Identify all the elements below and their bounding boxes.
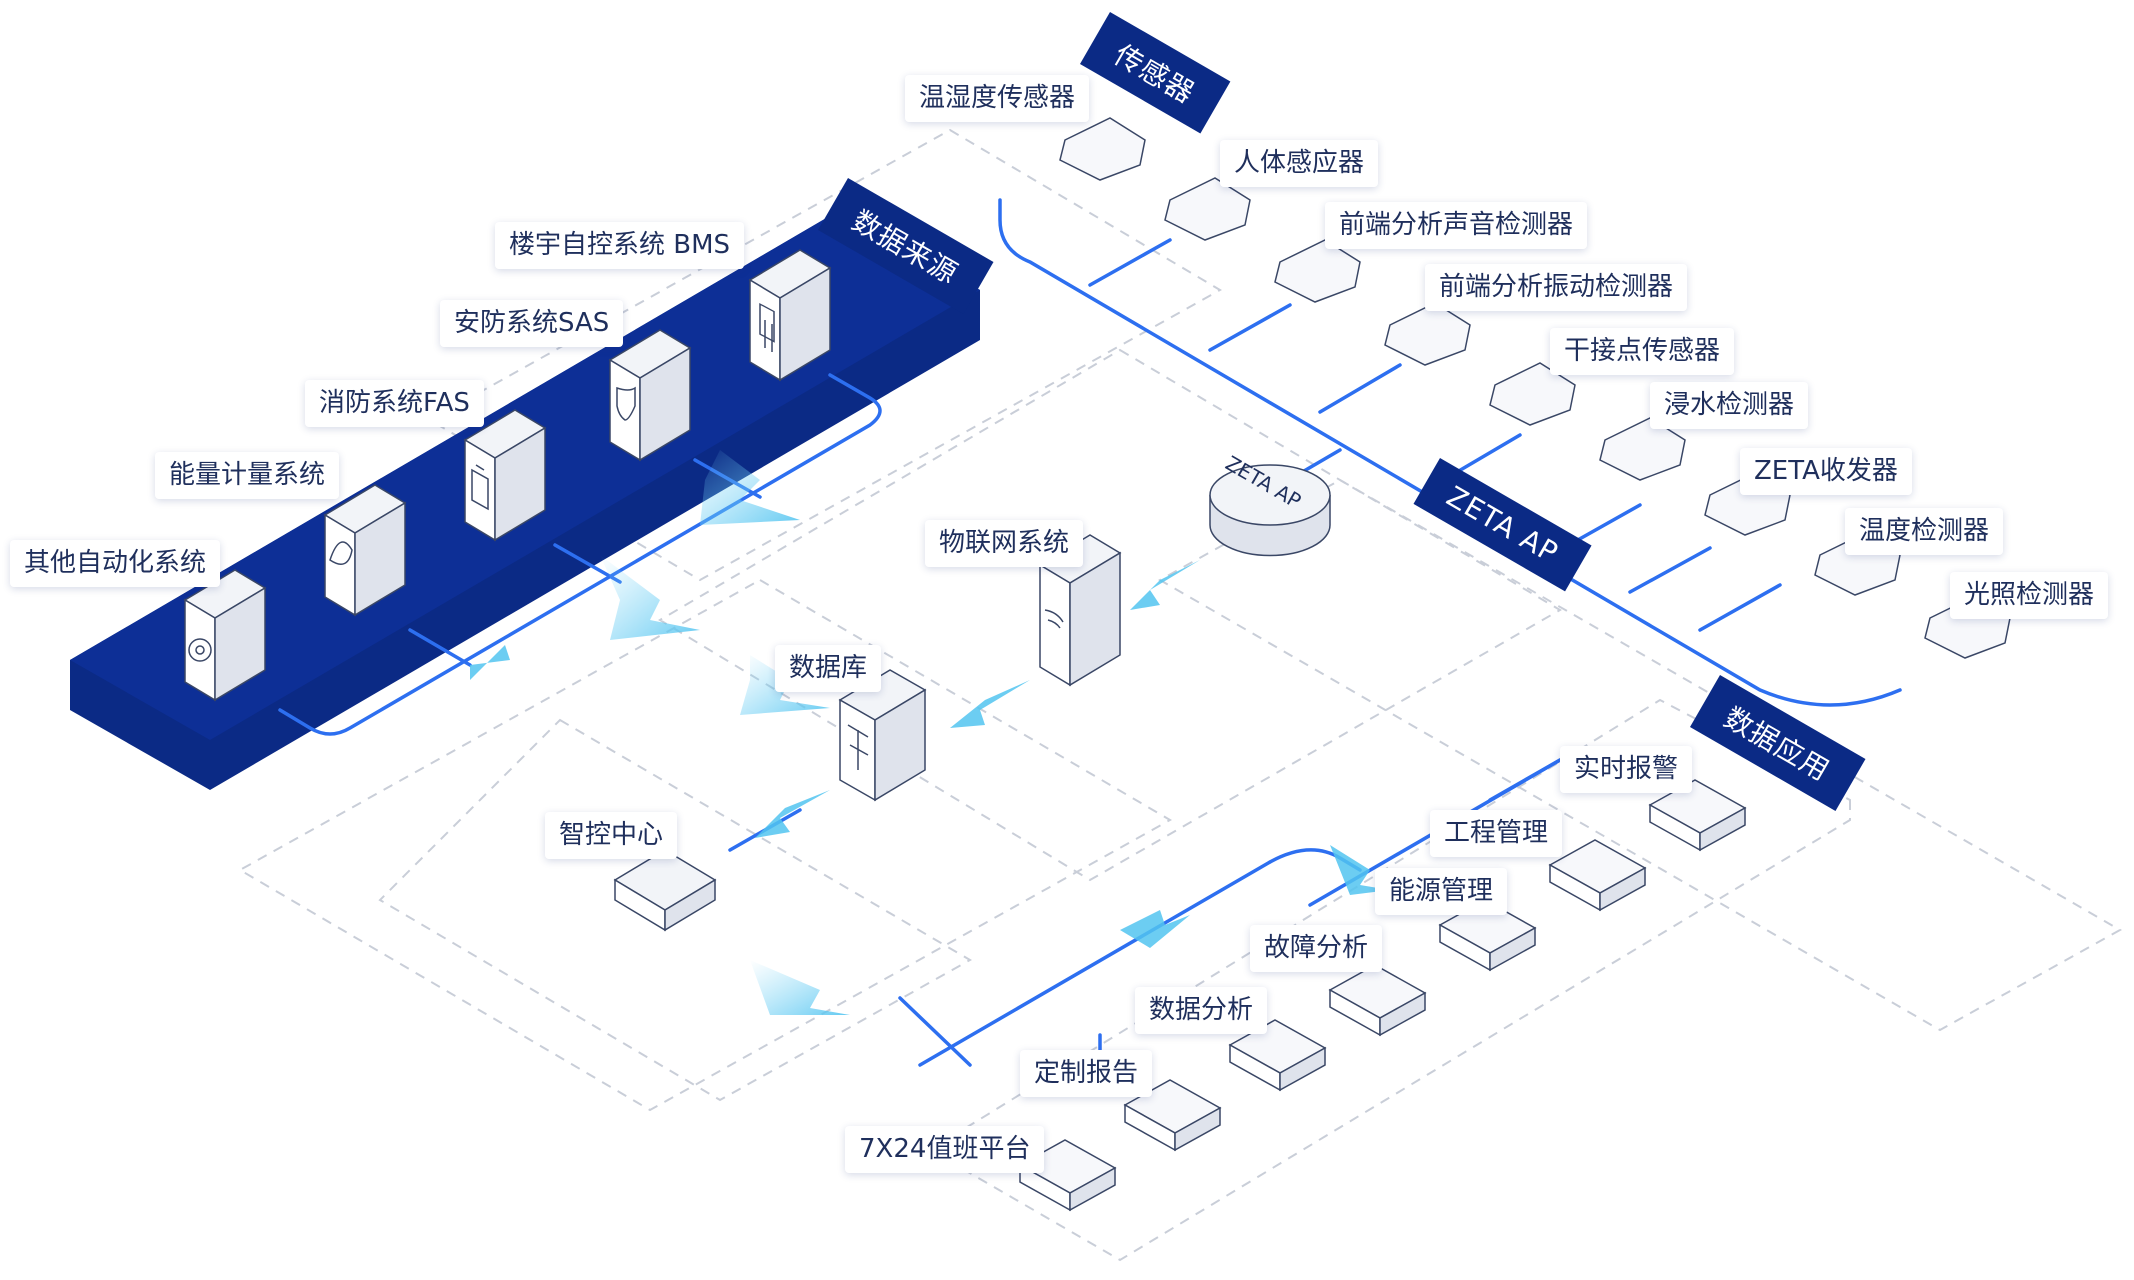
sensor-branch (1208, 303, 1292, 352)
sensor-label-7: 温度检测器 (1845, 508, 2004, 556)
sensor-unit (1384, 302, 1471, 366)
core-label-database: 数据库 (775, 645, 882, 693)
sensor-unit (1489, 362, 1576, 426)
app-label-5: 定制报告 (1020, 1050, 1153, 1098)
sensor-trunk-line (998, 198, 1902, 707)
sensor-label-4: 干接点传感器 (1550, 328, 1735, 376)
plate-apps (928, 698, 1851, 1262)
app-label-1: 工程管理 (1430, 810, 1563, 858)
zeta-hub (1209, 464, 1331, 557)
sensor-units (1059, 117, 2011, 659)
flow-arrow (950, 680, 1030, 728)
flow-arrow (755, 790, 830, 838)
sensor-branch (1318, 363, 1402, 414)
flow-arrow (1330, 845, 1390, 895)
app-label-6: 7X24值班平台 (845, 1126, 1045, 1174)
core-link (898, 996, 972, 1067)
sensor-label-2: 前端分析声音检测器 (1325, 202, 1588, 250)
floor-plates (237, 128, 2123, 1262)
flow-arrow (1120, 910, 1190, 948)
sensor-label-1: 人体感应器 (1220, 140, 1379, 188)
sensor-unit (1164, 177, 1251, 241)
plate-control (378, 718, 973, 1102)
sensor-branch (1628, 546, 1712, 594)
sensor-label-5: 浸水检测器 (1650, 382, 1809, 430)
app-tile (1123, 1079, 1222, 1152)
source-link (408, 628, 472, 667)
sas-server (608, 329, 692, 462)
source-label-fas: 消防系统FAS (305, 380, 484, 428)
sensor-label-0: 温湿度传感器 (905, 75, 1090, 123)
source-label-other: 其他自动化系统 (10, 540, 221, 588)
energy-server (323, 484, 407, 617)
core-label-iot: 物联网系统 (925, 520, 1084, 568)
sensor-unit (1274, 239, 1361, 303)
database-server (838, 669, 927, 802)
control-center-box (613, 849, 717, 932)
app-label-4: 数据分析 (1135, 987, 1268, 1035)
app-tile (1648, 779, 1747, 852)
sensor-branch (1698, 583, 1782, 632)
plate-database (237, 578, 1173, 1112)
source-label-sas: 安防系统SAS (440, 300, 624, 348)
flow-arrow (1130, 560, 1200, 610)
fas-server (463, 409, 547, 542)
app-link (918, 860, 1272, 1067)
core-nodes (613, 464, 1331, 932)
source-link (553, 543, 622, 584)
plate-sensor-row (1157, 478, 2123, 1032)
sensor-label-6: ZETA收发器 (1740, 448, 1912, 496)
flow-arrow (600, 555, 700, 640)
app-tiles (1018, 779, 1747, 1212)
app-tile (1548, 839, 1647, 912)
source-servers (183, 249, 832, 702)
plate-iot (658, 348, 1562, 882)
sensor-unit (1059, 117, 1146, 181)
other-server (183, 569, 267, 702)
app-link (1488, 758, 1562, 802)
plate-sensors (427, 128, 1223, 582)
app-label-3: 故障分析 (1250, 925, 1383, 973)
flow-arrow (700, 450, 800, 525)
flow-arrow (750, 960, 850, 1015)
source-label-bms: 楼宇自控系统 BMS (495, 222, 745, 270)
sensor-label-3: 前端分析振动检测器 (1425, 264, 1688, 312)
source-label-energy: 能量计量系统 (155, 452, 340, 500)
app-tile (1328, 964, 1427, 1037)
iot-server (1038, 534, 1122, 687)
app-label-0: 实时报警 (1560, 746, 1693, 794)
sensor-branch (1088, 238, 1172, 287)
app-label-2: 能源管理 (1375, 868, 1508, 916)
sensor-label-8: 光照检测器 (1950, 572, 2109, 620)
core-label-control: 智控中心 (545, 812, 678, 860)
flow-arrow (470, 645, 510, 680)
bms-server (748, 249, 832, 382)
